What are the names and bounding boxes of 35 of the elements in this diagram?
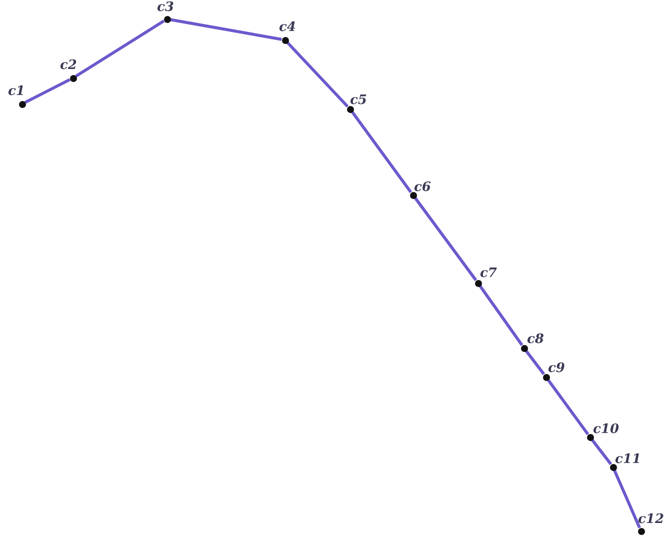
point-dot: [18, 100, 26, 108]
point-dot: [610, 464, 616, 470]
line-segment: [613, 470, 641, 528]
point-dot: [638, 528, 644, 534]
point-dot: [520, 344, 528, 352]
point-dot: [70, 74, 76, 82]
point-dot: [346, 106, 354, 112]
point-dot: [410, 192, 416, 198]
line-segment: [350, 110, 412, 194]
line-segment: [546, 378, 590, 436]
line-segment: [590, 438, 612, 466]
point-dot: [164, 16, 170, 22]
point-label: c11: [615, 452, 642, 468]
line-segment: [524, 350, 546, 376]
line-segment: [75, 20, 165, 78]
point-dot: [586, 434, 594, 440]
point-dot: [474, 280, 482, 286]
point-label: c9: [548, 361, 565, 377]
point-dot: [282, 36, 288, 44]
point-label: c4: [279, 20, 296, 36]
point-label: c5: [350, 93, 367, 109]
line-segment: [414, 196, 478, 282]
line-segment: [286, 41, 349, 108]
point-dot: [542, 374, 550, 380]
point-label: c6: [414, 180, 431, 196]
point-label: c1: [8, 84, 25, 100]
point-label: c10: [593, 422, 620, 438]
line-segment: [478, 285, 524, 346]
point-label: c8: [527, 332, 544, 348]
point-label: c3: [157, 0, 174, 16]
point-label: c7: [480, 266, 497, 282]
line-segment: [24, 78, 71, 104]
line-segment: [170, 18, 282, 41]
point-label: c12: [638, 512, 664, 528]
point-label: c2: [60, 58, 77, 74]
